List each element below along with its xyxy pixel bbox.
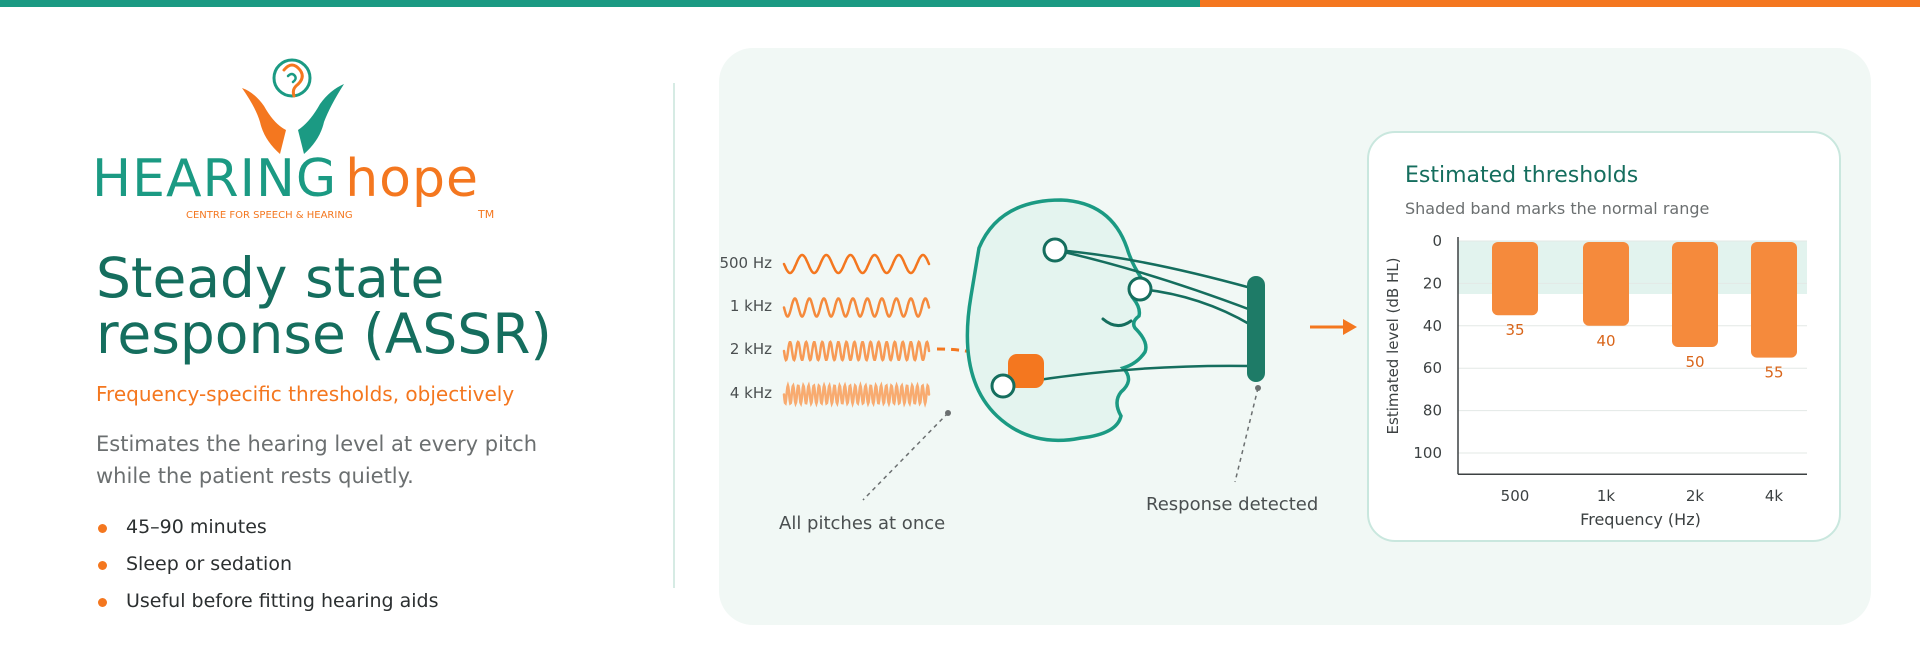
bullet-dot-icon bbox=[98, 524, 107, 533]
top-accent-bar bbox=[0, 0, 1920, 7]
bullet-dot-icon bbox=[98, 598, 107, 607]
feature-item: 45–90 minutes bbox=[96, 512, 439, 549]
bar-value-label: 55 bbox=[1764, 364, 1783, 382]
electrode-forehead-icon bbox=[1127, 276, 1153, 302]
y-axis-title: Estimated level (dB HL) bbox=[1384, 258, 1402, 435]
tone-label-4khz: 4 kHz bbox=[729, 384, 772, 402]
recorder-bar-icon bbox=[1247, 276, 1265, 382]
feature-item-label: Useful before fitting hearing aids bbox=[126, 590, 439, 612]
x-tick-label: 2k bbox=[1686, 487, 1705, 505]
electrode-vertex-icon bbox=[1042, 237, 1068, 263]
logo-word-hope: hope bbox=[345, 149, 479, 209]
ear-hands-logo-icon bbox=[242, 58, 344, 154]
y-tick-label: 100 bbox=[1413, 444, 1442, 462]
bar-value-label: 35 bbox=[1505, 321, 1524, 339]
tone-label-2khz: 2 kHz bbox=[729, 340, 772, 358]
page-subtitle: Frequency-specific thresholds, objective… bbox=[96, 382, 515, 406]
wave-icon bbox=[782, 339, 931, 362]
assr-diagram bbox=[782, 198, 1357, 501]
bar-value-label: 50 bbox=[1685, 353, 1704, 371]
tone-label-1khz: 1 kHz bbox=[729, 297, 772, 315]
caption-left-pointer bbox=[862, 412, 949, 501]
threshold-bar bbox=[1492, 242, 1538, 316]
x-tick-label: 500 bbox=[1501, 487, 1530, 505]
caption-right-pointer bbox=[1234, 387, 1259, 483]
threshold-bar bbox=[1751, 242, 1797, 358]
electrode-mastoid-icon bbox=[990, 373, 1016, 399]
page-title: Steady state response (ASSR) bbox=[96, 246, 552, 366]
feature-item: Useful before fitting hearing aids bbox=[96, 586, 439, 623]
threshold-bar bbox=[1583, 242, 1629, 326]
x-tick-label: 4k bbox=[1765, 487, 1784, 505]
electrode-lead-forehead bbox=[1139, 287, 1252, 327]
logo-tagline: CENTRE FOR SPEECH & HEARING bbox=[186, 210, 353, 221]
y-tick-label: 40 bbox=[1423, 317, 1442, 335]
tone-waves bbox=[782, 253, 931, 408]
section-divider bbox=[673, 83, 675, 588]
head-profile-icon bbox=[965, 198, 1150, 443]
top-accent-teal bbox=[0, 0, 1200, 7]
wave-icon bbox=[782, 297, 931, 318]
threshold-bar bbox=[1672, 242, 1718, 347]
caption-all-pitches: All pitches at once bbox=[779, 513, 946, 534]
electrode-lead-top-2 bbox=[1054, 248, 1252, 312]
chart-subtitle: Shaded band marks the normal range bbox=[1405, 199, 1710, 218]
feature-item-label: Sleep or sedation bbox=[126, 553, 292, 575]
logo-trademark: TM bbox=[478, 208, 495, 221]
x-axis-title: Frequency (Hz) bbox=[1580, 510, 1701, 529]
caption-response-detected: Response detected bbox=[1146, 494, 1319, 515]
logo-word-hearing: HEARING bbox=[92, 149, 338, 209]
wave-icon bbox=[782, 253, 931, 275]
tone-label-500hz: 500 Hz bbox=[719, 254, 772, 272]
feature-item-label: 45–90 minutes bbox=[126, 516, 267, 538]
x-tick-label: 1k bbox=[1597, 487, 1616, 505]
electrode-lead-top bbox=[1054, 248, 1252, 290]
page-description: Estimates the hearing level at every pit… bbox=[96, 432, 538, 488]
feature-list: 45–90 minutes Sleep or sedation Useful b… bbox=[96, 512, 439, 623]
chart-title: Estimated thresholds bbox=[1405, 163, 1639, 188]
feature-item: Sleep or sedation bbox=[96, 549, 439, 586]
bullet-dot-icon bbox=[98, 561, 107, 570]
head-eye-icon bbox=[1101, 317, 1133, 327]
wave-icon bbox=[782, 381, 931, 408]
arrow-right-head bbox=[1343, 319, 1357, 335]
earphone-icon bbox=[1008, 354, 1044, 388]
y-tick-label: 60 bbox=[1423, 359, 1442, 377]
y-tick-label: 80 bbox=[1423, 402, 1442, 420]
y-tick-label: 20 bbox=[1423, 274, 1442, 292]
top-accent-orange bbox=[1200, 0, 1920, 7]
bar-value-label: 40 bbox=[1596, 332, 1615, 350]
y-tick-label: 0 bbox=[1432, 232, 1442, 250]
